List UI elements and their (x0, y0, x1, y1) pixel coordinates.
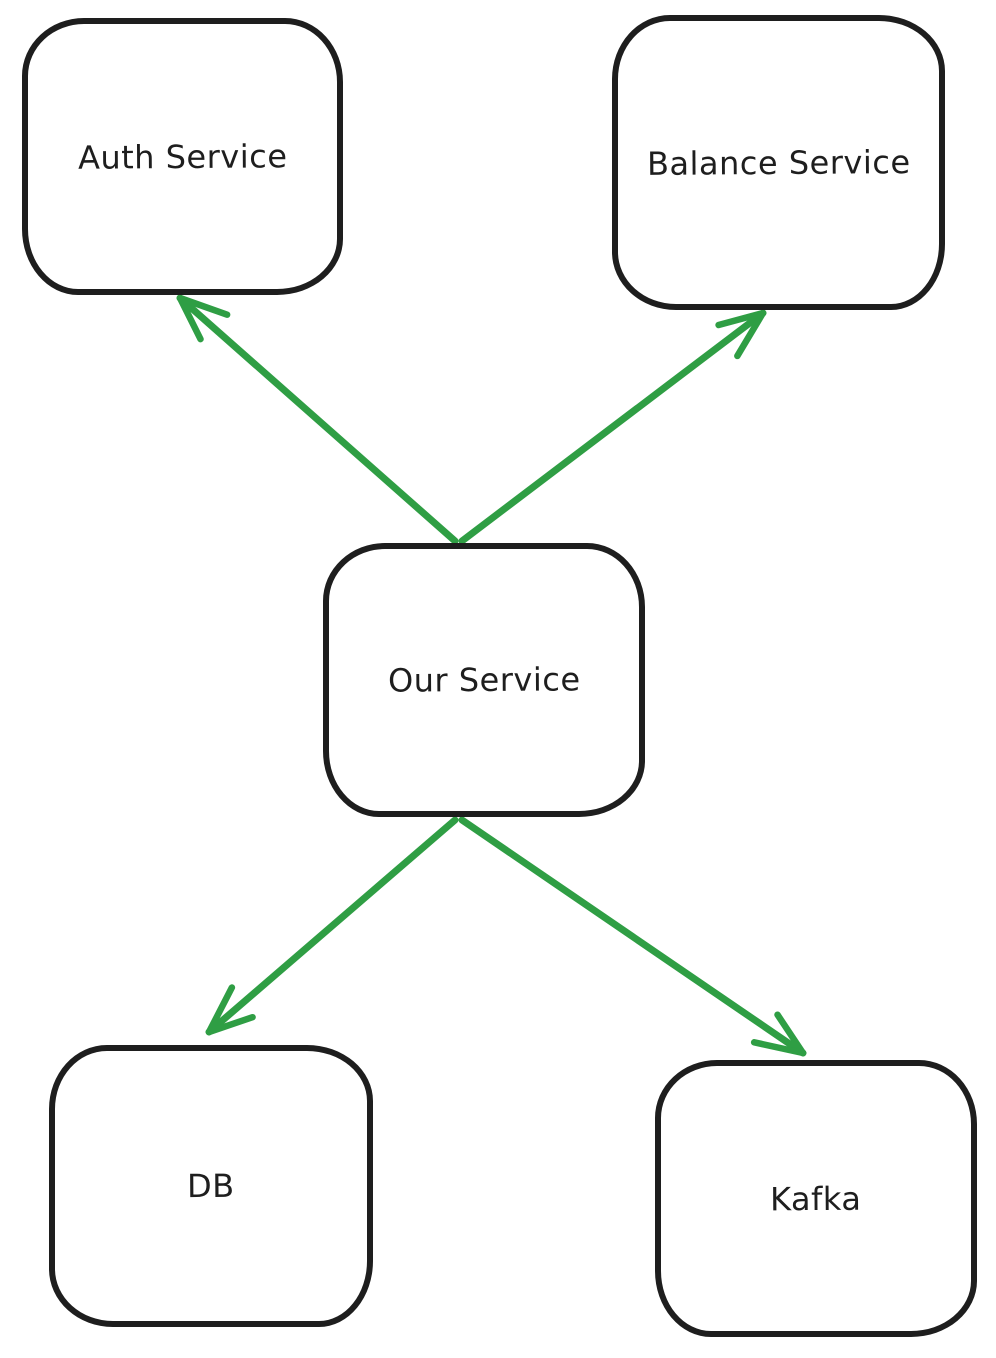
node-db[interactable]: DB (49, 1045, 373, 1327)
node-auth-service[interactable]: Auth Service (22, 18, 343, 295)
arrow-our-service-to-balance-service[interactable] (458, 309, 767, 545)
node-auth-service-label: Auth Service (77, 136, 288, 177)
node-kafka-label: Kafka (770, 1179, 862, 1218)
node-balance-service[interactable]: Balance Service (612, 15, 945, 310)
node-our-service-label: Our Service (387, 660, 581, 700)
node-db-label: DB (187, 1166, 235, 1206)
arrow-our-service-to-auth-service[interactable] (176, 294, 459, 545)
arrow-our-service-to-kafka[interactable] (458, 816, 807, 1057)
node-balance-service-label: Balance Service (646, 142, 911, 183)
node-kafka[interactable]: Kafka (655, 1060, 977, 1337)
node-our-service[interactable]: Our Service (323, 543, 645, 817)
arrow-our-service-to-db[interactable] (205, 816, 459, 1036)
